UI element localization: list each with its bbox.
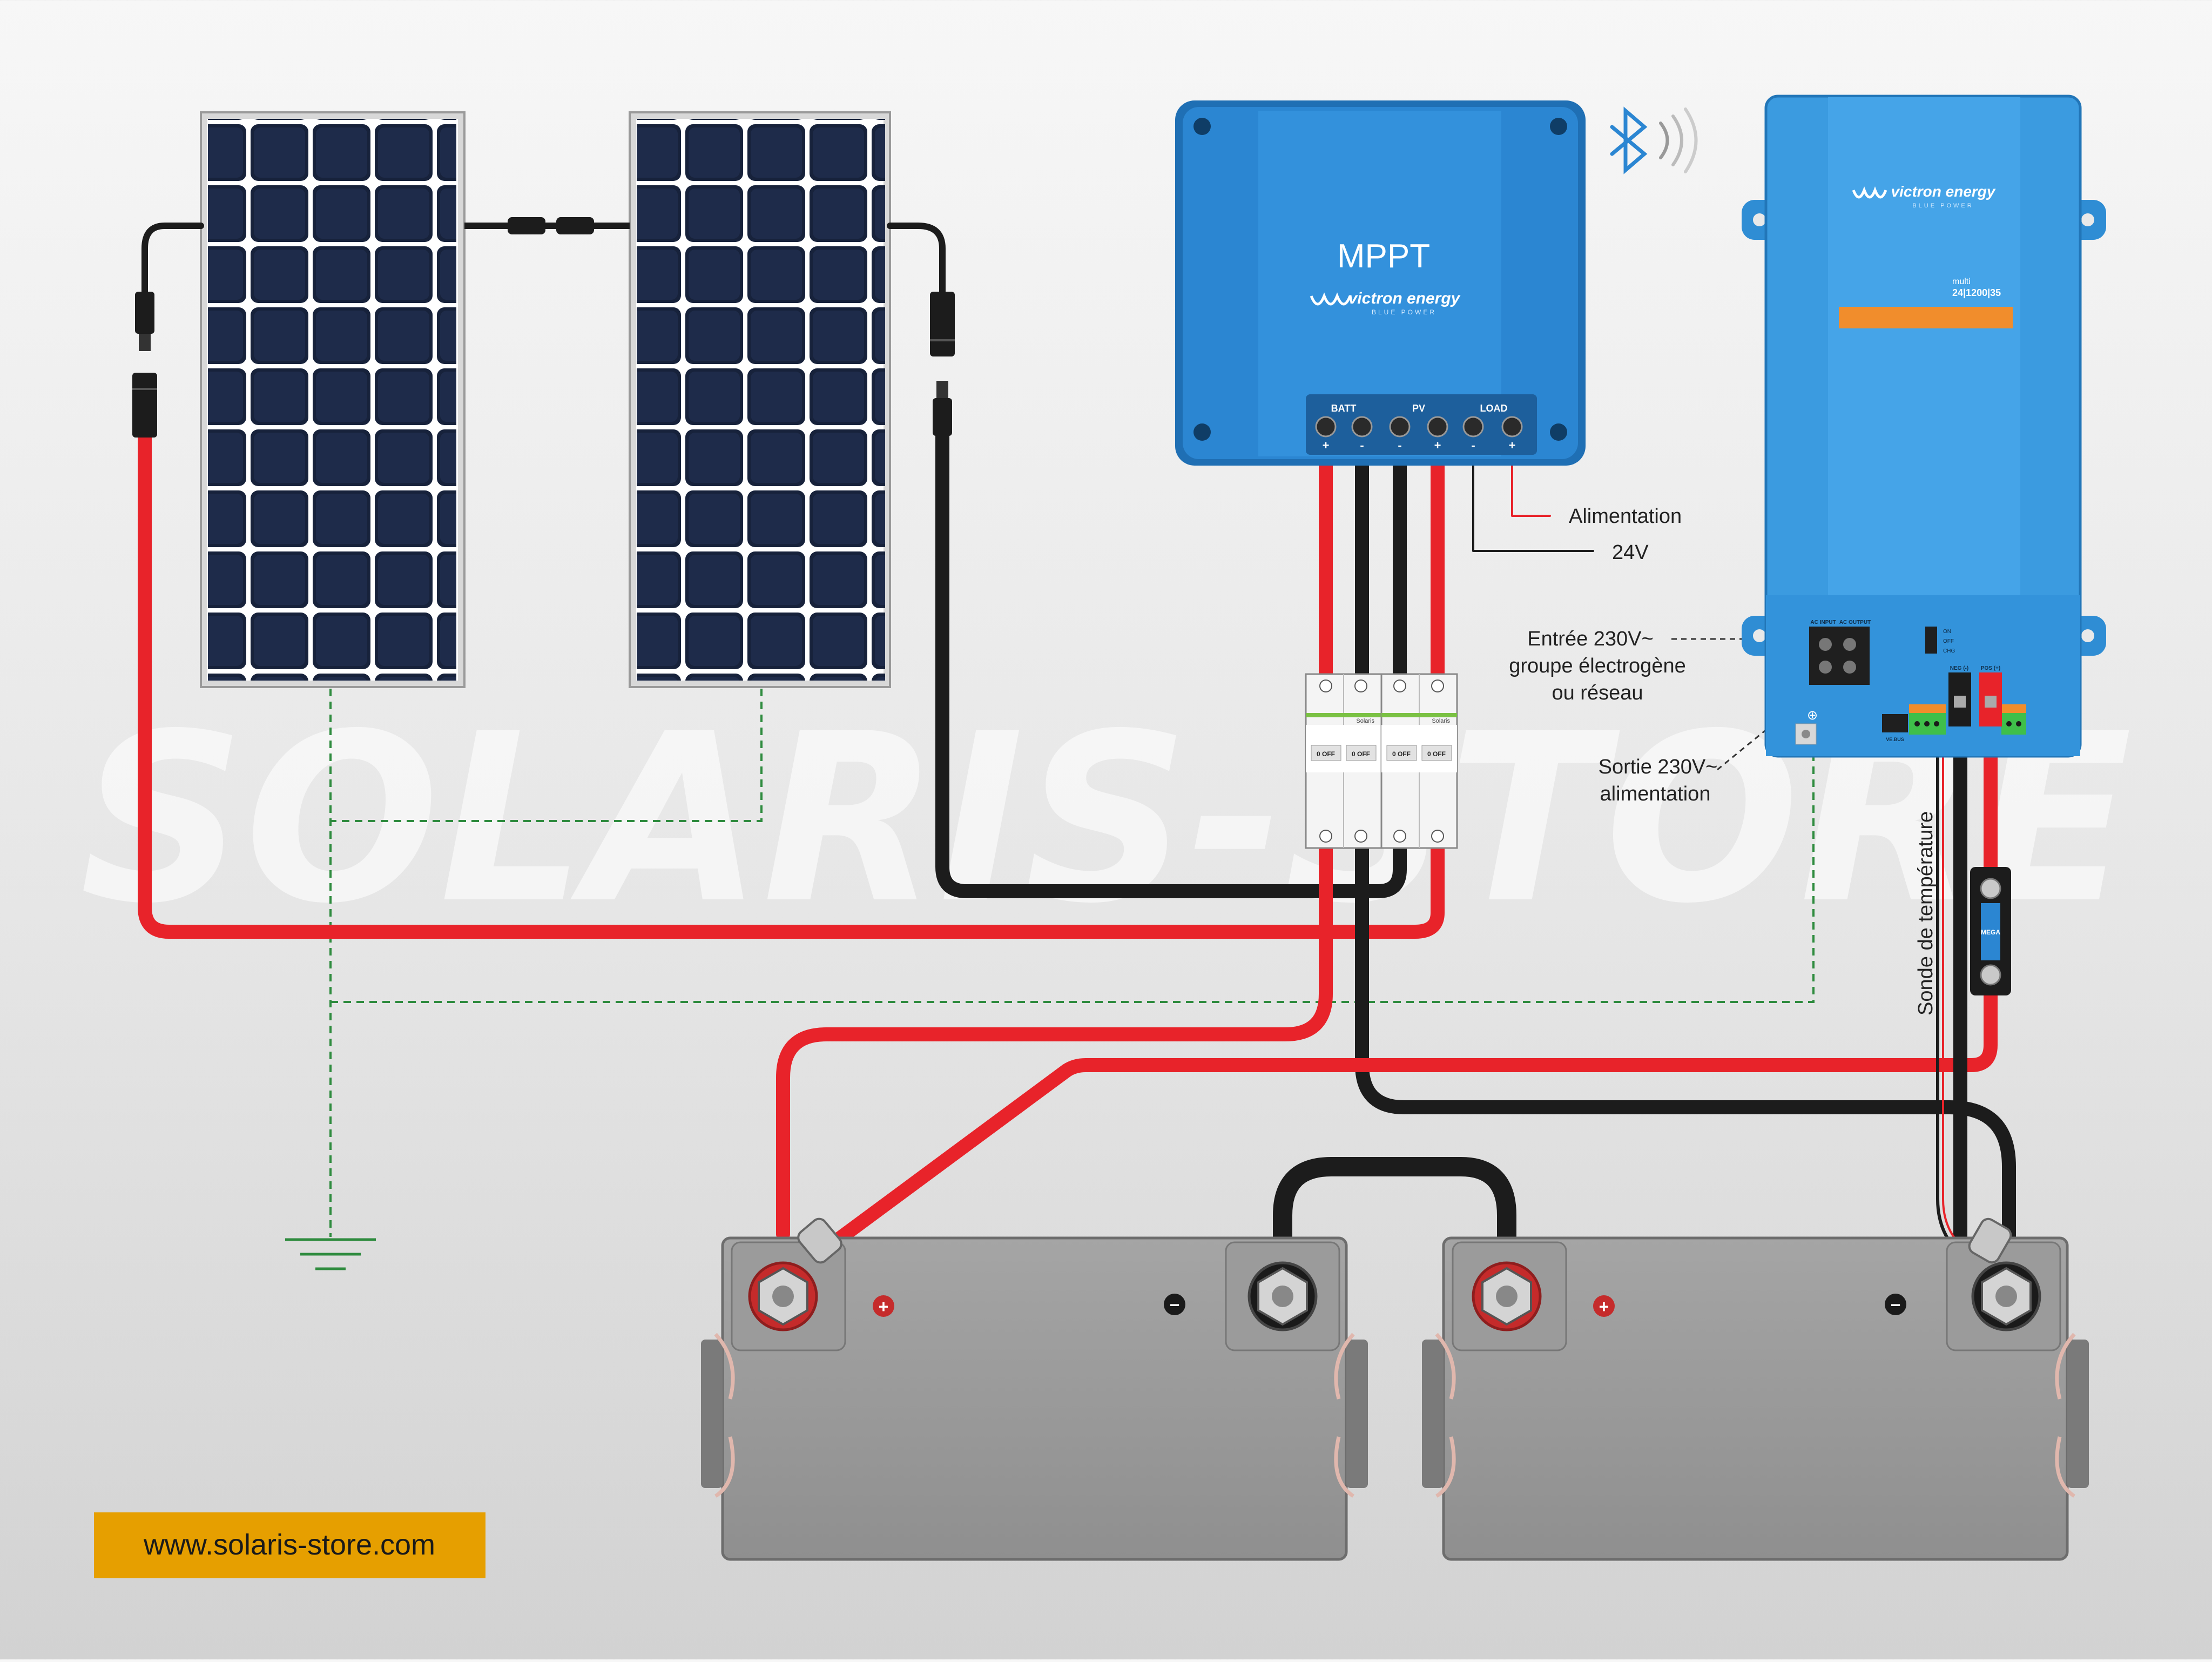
inverter-switch-chg: CHG: [1943, 648, 1955, 654]
battery-2-minus: −: [1891, 1295, 1901, 1315]
breaker-1-brand: Solaris: [1356, 718, 1374, 724]
dc-breaker-1: 0 OFF 0 OFF Solaris: [1305, 673, 1382, 849]
inverter-pos-label: POS (+): [1981, 665, 2000, 671]
mppt-brand: victron energy: [1348, 290, 1461, 307]
cable-lugs: [797, 1217, 2012, 1264]
mppt-pol-5: -: [1471, 439, 1475, 452]
mppt-brand-sub: BLUE POWER: [1372, 308, 1437, 316]
ground-symbol: [285, 1238, 376, 1270]
breaker-2-state-a: 0 OFF: [1392, 750, 1411, 758]
battery-2: + −: [1422, 1236, 2089, 1561]
mppt-pol-4: +: [1434, 439, 1441, 452]
breaker-1-state-a: 0 OFF: [1317, 750, 1335, 758]
battery-1: + −: [701, 1236, 1368, 1561]
ac-output-label: Sortie 230V~ alimentation: [1599, 756, 1718, 805]
mppt-pol-6: +: [1509, 439, 1516, 452]
dc-breaker-2: 0 OFF 0 OFF Solaris: [1380, 673, 1458, 849]
bluetooth-icon: [1610, 106, 1698, 174]
temp-sensor-label: Sonde de température: [1914, 811, 1937, 1015]
mppt-pol-2: -: [1360, 439, 1364, 452]
footer-url-badge[interactable]: www.solaris-store.com: [94, 1512, 485, 1578]
mppt-label-batt: BATT: [1331, 403, 1357, 414]
mppt-pol-1: +: [1323, 439, 1330, 452]
victron-logo-icon: [1310, 292, 1352, 306]
footer-url[interactable]: www.solaris-store.com: [143, 1529, 435, 1561]
inverter-vebus-label: VE.BUS: [1886, 737, 1904, 742]
mc4-connector-left: [132, 292, 157, 438]
battery-1-plus: +: [879, 1297, 889, 1316]
mc4-connector-right: [930, 292, 955, 436]
victron-logo-icon-inverter: [1852, 186, 1887, 199]
inverter-ac-input-label: AC INPUT: [1810, 620, 1836, 625]
breaker-2-brand: Solaris: [1432, 718, 1450, 724]
inverter-brand-sub: BLUE POWER: [1912, 203, 1973, 209]
inverter-brand: victron energy: [1891, 183, 1996, 200]
panel-interconnect: [464, 217, 630, 234]
ac-input-line-1: Entrée 230V~: [1527, 628, 1653, 650]
ac-input-label: Entrée 230V~ groupe électrogène ou résea…: [1509, 628, 1685, 704]
battery-1-minus: −: [1170, 1295, 1180, 1315]
fuse-label: MEGA: [1981, 928, 2000, 936]
inverter-neg-label: NEG (-): [1950, 665, 1968, 671]
inverter-status-bar: [1839, 307, 2013, 328]
inverter-mode-switch[interactable]: [1925, 627, 1937, 654]
solar-panel-2: [629, 111, 891, 688]
mega-fuse: MEGA: [1970, 867, 2011, 995]
breaker-2-state-b: 0 OFF: [1427, 750, 1446, 758]
mppt-load-label-plus: Alimentation: [1569, 505, 1682, 528]
inverter-switch-off: OFF: [1943, 638, 1954, 644]
inverter-model-line2: 24|1200|35: [1952, 287, 2001, 298]
inverter-model-line1: multi: [1952, 277, 1971, 286]
inverter-charger: victron energy BLUE POWER multi 24|1200|…: [1742, 95, 2106, 758]
ac-input-line-2: groupe électrogène: [1509, 655, 1685, 677]
ac-output-line-1: Sortie 230V~: [1599, 756, 1718, 778]
power-cables: [138, 223, 2016, 1282]
mppt-load-label-minus: 24V: [1612, 541, 1649, 564]
mppt-label-load: LOAD: [1480, 403, 1508, 414]
earth-icon: ⊕: [1807, 708, 1818, 723]
battery-2-plus: +: [1599, 1297, 1609, 1316]
mppt-pol-3: -: [1398, 439, 1401, 452]
ac-input-line-3: ou réseau: [1552, 682, 1643, 704]
breaker-1-state-b: 0 OFF: [1352, 750, 1370, 758]
ground-wiring: [329, 689, 1815, 1237]
solar-panel-1: [200, 111, 466, 688]
mppt-controller: MPPT victron energy BLUE POWER BATT PV L…: [1175, 100, 1586, 466]
inverter-ac-output-label: AC OUTPUT: [1839, 620, 1871, 625]
mppt-title: MPPT: [1337, 238, 1430, 275]
mppt-label-pv: PV: [1412, 403, 1425, 414]
inverter-switch-on: ON: [1943, 629, 1951, 635]
ac-output-line-2: alimentation: [1600, 783, 1711, 805]
